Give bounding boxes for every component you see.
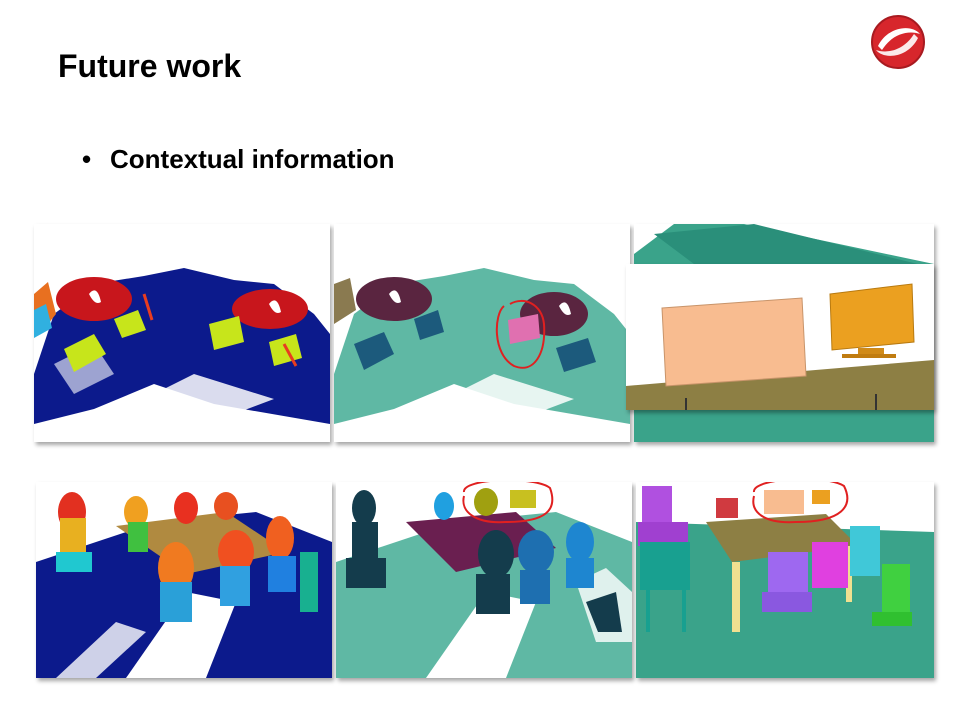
chair-highlighted <box>508 314 540 344</box>
chair <box>476 530 514 614</box>
chair <box>640 542 690 632</box>
chair-highlighted <box>474 488 498 516</box>
chair <box>434 492 454 520</box>
chair <box>414 310 444 340</box>
chair <box>174 492 198 524</box>
table-right <box>232 289 308 329</box>
inset-zoom-panel <box>626 264 934 410</box>
chair <box>354 332 394 370</box>
chair <box>158 542 194 622</box>
figure-panel-bottom-left <box>36 482 332 678</box>
bullet-text: Contextual information <box>110 144 395 174</box>
highlight-circle <box>495 299 546 369</box>
highlight-circle <box>462 482 554 524</box>
chair <box>872 564 912 626</box>
chair <box>556 338 596 372</box>
chair <box>214 492 238 520</box>
chair <box>716 498 738 518</box>
chair <box>209 316 244 350</box>
figure-panel-bottom-center <box>336 482 632 678</box>
chair <box>269 334 302 366</box>
chair <box>266 516 296 592</box>
chair <box>56 492 92 572</box>
monitor-highlighted <box>510 490 536 508</box>
chair <box>64 334 106 372</box>
figure-panel-bottom-right <box>636 482 934 678</box>
chair <box>812 542 848 588</box>
chair <box>762 552 812 612</box>
chair <box>850 526 880 576</box>
chair <box>300 552 318 612</box>
chair <box>518 530 554 604</box>
red-swirl-logo-icon <box>871 15 925 69</box>
whiteboard <box>764 490 804 514</box>
chair <box>124 496 148 552</box>
slide-title: Future work <box>58 48 242 84</box>
figure-panel-top-center <box>334 224 630 442</box>
chair <box>218 530 254 606</box>
figure-panel-top-left <box>34 224 330 442</box>
bullet-dot-icon: • <box>82 144 92 174</box>
chair <box>346 490 386 588</box>
whiteboard <box>661 297 807 387</box>
chair <box>566 522 594 588</box>
highlight-circle <box>752 482 849 524</box>
monitor <box>829 283 915 351</box>
bullet-item: • Contextual information <box>82 144 395 175</box>
table-surface <box>626 360 934 410</box>
chair <box>114 310 146 338</box>
monitor <box>812 490 830 504</box>
